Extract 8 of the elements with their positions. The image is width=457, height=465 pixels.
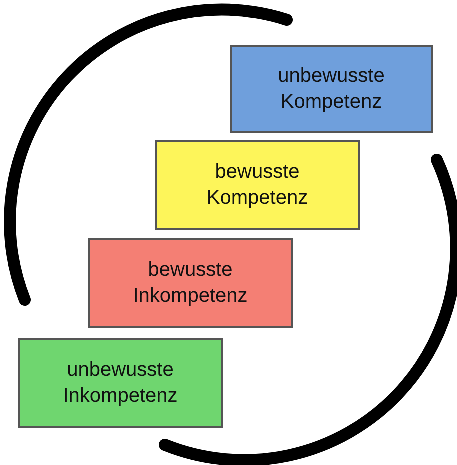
stage-label: unbewusste Kompetenz [277,64,386,115]
stage-label: bewusste Inkompetenz [132,258,249,309]
stage-box [88,238,293,328]
stage-label: unbewusste Inkompetenz [62,358,179,409]
stage-label: bewusste Kompetenz [206,160,310,211]
stage-box [230,45,433,133]
stage-box [18,338,223,428]
stage-box [155,140,360,230]
